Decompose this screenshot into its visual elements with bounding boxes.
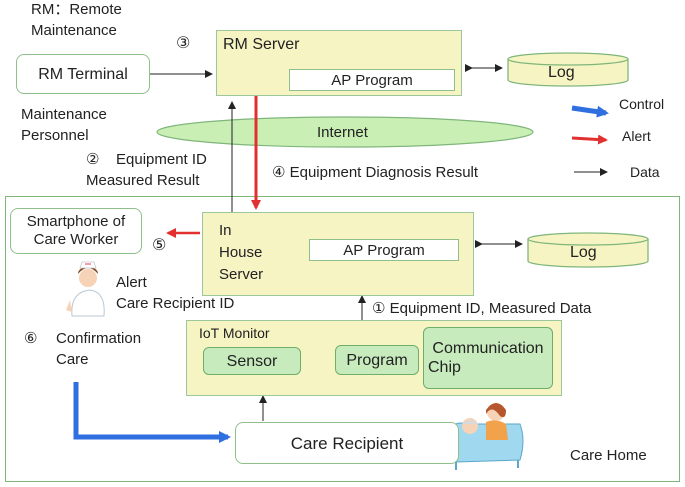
rm-terminal-box: RM Terminal [16,54,150,94]
care-home-frame [5,196,680,482]
rm-ap-program-box: AP Program [289,69,455,91]
sensor-label: Sensor [226,352,278,370]
inhouse-ap-program-label: AP Program [343,241,425,259]
step-2-line2: Measured Result [86,172,200,189]
step-6-number: ⑥ [24,330,38,347]
sensor-box: Sensor [203,347,301,375]
smartphone-line1: Smartphone of [26,213,126,230]
iot-monitor-title: IoT Monitor [199,325,270,341]
rm-ap-program-label: AP Program [331,71,413,89]
abbreviation-note-line1: RM：Remote [31,1,122,18]
program-box: Program [335,345,419,375]
step-3-label: ③ [176,35,191,52]
smartphone-box: Smartphone of Care Worker [10,208,142,254]
arrow-confirmation-care [73,382,231,443]
in-house-server-line2: House [219,244,263,261]
communication-chip-line1: Communication [432,340,544,357]
rm-log-label: Log [548,64,575,81]
rm-log-cylinder [507,52,629,87]
communication-chip-line2: Chip [428,359,461,376]
care-recipient-bed-illustration [446,403,524,470]
alert-note-line1: Alert [116,274,147,291]
in-house-server-line3: Server [219,266,264,283]
legend-alert-label: Alert [622,128,651,144]
internet-cloud [156,116,534,148]
legend-control-arrow [571,105,609,118]
step-6-line1: Confirmation [56,330,142,347]
legend-control-label: Control [619,96,665,112]
step-5-label: ⑤ [152,237,167,254]
care-home-label: Care Home [570,447,647,464]
step-1-label: ① Equipment ID, Measured Data [372,300,592,317]
rm-terminal-label: RM Terminal [38,65,128,83]
legend-data-label: Data [630,164,660,180]
maintenance-personnel-line1: Maintenance [21,106,107,123]
maintenance-personnel-line2: Personnel [21,127,89,144]
in-house-server-line1: In [219,222,232,239]
rm-server-title: RM Server [223,36,300,53]
step-2-line1: Equipment ID [116,151,207,168]
step-2-number: ② [86,151,100,168]
internet-label: Internet [317,124,368,141]
step-6-line2: Care [56,351,89,368]
care-recipient-label: Care Recipient [290,433,404,453]
in-house-server-box: In House Server AP Program [202,212,474,296]
care-worker-illustration [66,261,105,317]
communication-chip-box: Communication Chip [423,327,553,389]
inhouse-log-cylinder [527,232,649,268]
inhouse-log-label: Log [570,244,597,261]
rm-server-box: RM Server AP Program [216,30,462,96]
inhouse-ap-program-box: AP Program [309,239,459,261]
iot-monitor-box: IoT Monitor Sensor Program Communication… [186,320,562,396]
step-4-label: ④ Equipment Diagnosis Result [272,164,479,181]
alert-note-line2: Care Recipient ID [116,295,235,312]
abbreviation-note-line2: Maintenance [31,22,117,39]
program-label: Program [346,351,408,369]
legend-alert-arrow [571,134,608,145]
care-recipient-box: Care Recipient [235,422,459,464]
smartphone-line2: Care Worker [33,231,119,248]
